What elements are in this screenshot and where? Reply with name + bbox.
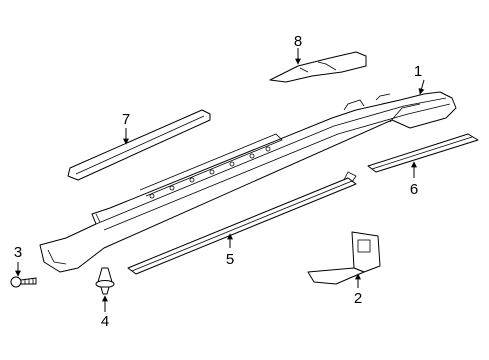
part-1-rocker-molding bbox=[39, 91, 457, 273]
callout-2: 2 bbox=[354, 290, 362, 307]
part-6-short-strip bbox=[367, 133, 479, 173]
callout-7: 7 bbox=[122, 111, 130, 128]
leader-lines bbox=[15, 48, 425, 312]
callout-3: 3 bbox=[14, 244, 22, 261]
callout-8: 8 bbox=[294, 33, 302, 50]
part-7-sill-plate bbox=[67, 109, 211, 181]
callout-4: 4 bbox=[101, 313, 109, 330]
part-1-fastener-holes bbox=[149, 146, 271, 199]
part-3-screw bbox=[10, 276, 37, 288]
part-2-bracket bbox=[307, 231, 381, 285]
part-8-upper-trim bbox=[269, 51, 367, 83]
callout-5: 5 bbox=[226, 251, 234, 268]
callout-6: 6 bbox=[410, 181, 418, 198]
part-5-trim-strip bbox=[127, 171, 357, 275]
part-4-clip bbox=[95, 267, 115, 295]
callout-1: 1 bbox=[414, 63, 422, 80]
callout-labels: 1 2 3 4 5 6 7 8 bbox=[14, 33, 422, 330]
